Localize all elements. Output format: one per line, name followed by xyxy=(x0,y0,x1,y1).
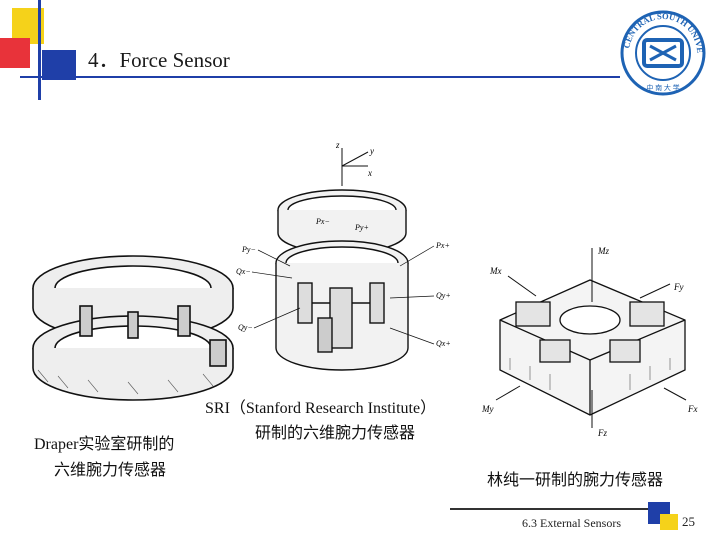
svg-text:Qx−: Qx− xyxy=(236,267,251,276)
draper-caption-line2: 六维腕力传感器 xyxy=(54,462,167,479)
svg-text:Fy: Fy xyxy=(673,282,684,292)
svg-text:Px−: Px− xyxy=(315,217,330,226)
svg-text:Qx+: Qx+ xyxy=(436,339,451,348)
draper-sensor-drawing xyxy=(28,250,238,405)
svg-text:Qy+: Qy+ xyxy=(436,291,451,300)
sri-caption-line2: 研制的六维腕力传感器 xyxy=(255,425,416,442)
corner-decoration xyxy=(0,0,90,105)
svg-text:Py−: Py− xyxy=(241,245,256,254)
footer-section-label: 6.3 External Sensors xyxy=(522,516,621,530)
svg-text:x: x xyxy=(367,168,372,178)
svg-text:Mz: Mz xyxy=(597,246,609,256)
svg-text:My: My xyxy=(481,404,494,414)
svg-text:z: z xyxy=(335,140,340,150)
page-title: 4．Force Sensor xyxy=(88,48,230,72)
svg-text:Py+: Py+ xyxy=(354,223,369,232)
svg-text:Fx: Fx xyxy=(687,404,698,414)
lin-caption: 林纯一研制的腕力传感器 xyxy=(487,472,664,489)
svg-text:Px+: Px+ xyxy=(435,241,450,250)
lin-sensor-drawing: Mz Mx Fy My Fx Fz xyxy=(480,240,705,440)
svg-text:Fz: Fz xyxy=(597,428,607,438)
svg-text:Qy−: Qy− xyxy=(238,323,253,332)
sri-sensor-drawing: z y x Px− Py+ Py− Px+ Qx− Qy+ Qy− Qx+ xyxy=(230,138,460,400)
svg-text:中 南 大 学: 中 南 大 学 xyxy=(646,83,679,92)
university-logo: CENTRAL SOUTH UNIVERSITY 中 南 大 学 xyxy=(617,2,706,96)
footer-square-yellow xyxy=(660,514,678,530)
sri-caption-line1: SRI（Stanford Research Institute） xyxy=(205,400,437,417)
logo-emblem-icon: CENTRAL SOUTH UNIVERSITY 中 南 大 学 xyxy=(617,2,706,96)
draper-caption-line1: Draper实验室研制的 xyxy=(34,436,175,453)
svg-text:y: y xyxy=(369,146,374,156)
page-number: 25 xyxy=(682,514,695,529)
footer-divider xyxy=(450,508,656,510)
title-underline xyxy=(20,76,620,78)
svg-text:Mx: Mx xyxy=(489,266,502,276)
